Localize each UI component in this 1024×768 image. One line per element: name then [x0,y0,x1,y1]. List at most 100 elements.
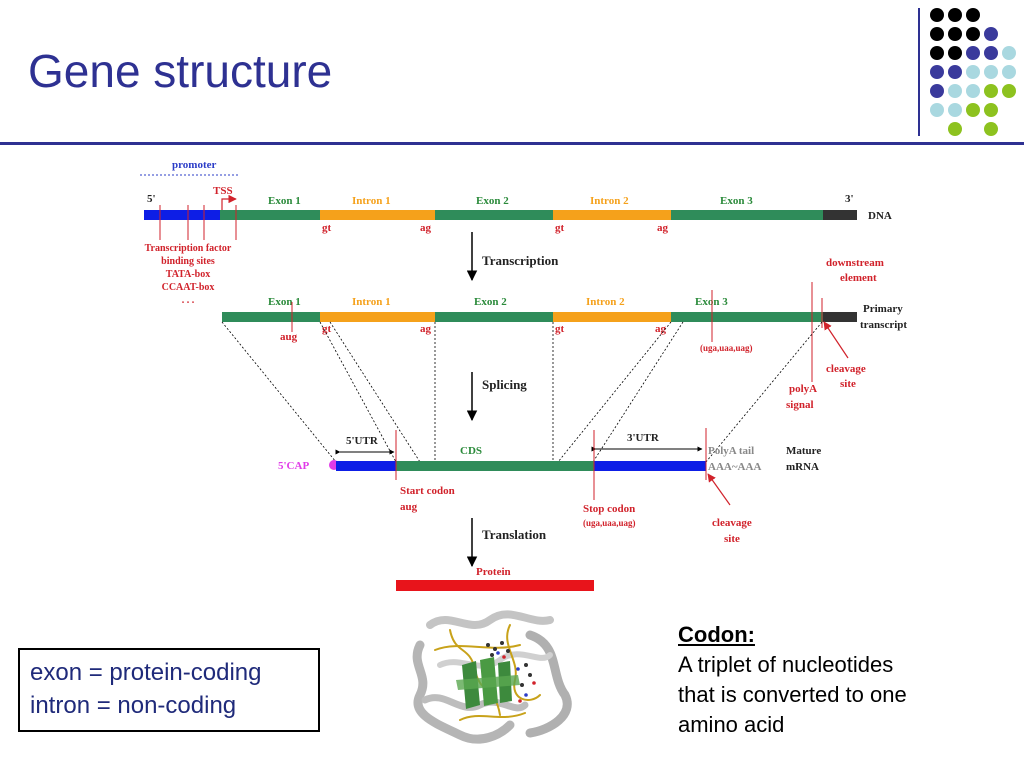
transcription-label: Transcription [482,253,559,268]
cap-label: 5'CAP [278,460,309,472]
primary-cleavage-line1: cleavage [826,363,866,375]
three-prime-label: 3' [845,193,854,205]
codon-line3: amino acid [678,712,785,737]
primary-exon3 [671,312,823,322]
splice-guide [221,321,337,463]
dot [984,46,998,60]
dna-intron2 [553,210,671,220]
mrna-cleavage-line2: site [724,533,740,545]
mature-label-line2: mRNA [786,461,819,473]
dot [1002,46,1016,60]
dot [984,103,998,117]
dot [984,65,998,79]
tf-label-line2: binding sites [161,256,215,267]
downstream-label-line1: downstream [826,257,884,269]
dna-ag1-label: ag [420,222,432,234]
primary-ag1-label: ag [420,323,432,335]
primary-exon1 [222,312,320,322]
dot [984,122,998,136]
splice-guide [557,321,672,463]
codon-definition: Codon: A triplet of nucleotides that is … [678,620,978,740]
dna-exon3-label: Exon 3 [720,195,753,207]
utr5-label: 5'UTR [346,435,379,447]
dot [948,65,962,79]
decorative-dot-grid [928,8,1024,138]
dna-intron2-label: Intron 2 [590,195,629,207]
cds-label: CDS [460,445,482,457]
dna-three-prime-segment [823,210,857,220]
mrna-cds [396,461,594,471]
mrna-utr5 [336,461,396,471]
mrna-cleavage-arrow-icon [707,473,731,506]
translation-label: Translation [482,527,547,542]
primary-label-line2: transcript [860,319,907,331]
start-codon-line1: Start codon [400,485,455,497]
dna-intron1-label: Intron 1 [352,195,391,207]
dot [966,8,980,22]
splicing-label: Splicing [482,377,527,392]
primary-intron2 [553,312,671,322]
dot [930,65,944,79]
polya-tail-line1: PolyA tail [708,445,754,457]
primary-intron1 [320,312,435,322]
primary-stop-label: (uga,uaa,uag) [700,343,753,353]
dot [1002,65,1016,79]
dna-ag2-label: ag [657,222,669,234]
dot [966,46,980,60]
stop-codon-line1: Stop codon [583,503,635,515]
dot [984,84,998,98]
dot [948,27,962,41]
codon-heading: Codon: [678,622,755,647]
dna-promoter-segment [144,210,220,220]
dot [966,84,980,98]
cleavage-arrow-icon [823,321,849,359]
dna-gt1-label: gt [322,222,332,234]
primary-intron2-label: Intron 2 [586,296,625,308]
dna-intron1 [320,210,435,220]
dna-label: DNA [868,210,892,222]
primary-aug-label: aug [280,331,298,343]
dot [984,27,998,41]
dot [930,8,944,22]
protein-structure-image [412,610,572,744]
dot [948,46,962,60]
dna-gt2-label: gt [555,222,565,234]
tf-label-line1: Transcription factor [145,243,232,254]
primary-gt1-label: gt [322,323,332,335]
slide-title: Gene structure [28,45,333,97]
note-line-intron: intron = non-coding [30,692,237,719]
tf-label-line4: CCAAT-box [162,282,215,293]
mrna-cleavage-line1: cleavage [712,517,752,529]
dot [948,8,962,22]
dot [966,65,980,79]
protein-bar [396,580,594,591]
dot [966,27,980,41]
primary-gt2-label: gt [555,323,565,335]
primary-exon2-label: Exon 2 [474,296,507,308]
polya-tail-line2: AAA~AAA [708,461,761,473]
mrna-utr3 [594,461,706,471]
polya-label-line2: signal [786,399,814,411]
protein-label: Protein [476,566,511,578]
note-line-exon: exon = protein-coding [30,659,262,686]
downstream-label-line2: element [840,272,877,284]
utr3-label: 3'UTR [627,432,660,444]
mature-label-line1: Mature [786,445,821,457]
dna-exon1-label: Exon 1 [268,195,301,207]
primary-cleavage-line2: site [840,378,856,390]
codon-line1: A triplet of nucleotides [678,652,894,677]
tf-label-line3: TATA-box [166,269,210,280]
dna-exon1 [220,210,320,220]
dot [930,27,944,41]
five-prime-label: 5' [147,193,156,205]
tss-arrow-icon [221,194,237,210]
start-codon-line2: aug [400,501,418,513]
primary-intron1-label: Intron 1 [352,296,391,308]
primary-exon2 [435,312,553,322]
tss-label: TSS [213,185,233,197]
primary-tail-segment [823,312,857,322]
polya-label-line1: polyA [789,383,817,395]
dna-exon2 [435,210,553,220]
dot [948,122,962,136]
exon-intron-note: exon = protein-coding intron = non-codin… [18,648,320,732]
